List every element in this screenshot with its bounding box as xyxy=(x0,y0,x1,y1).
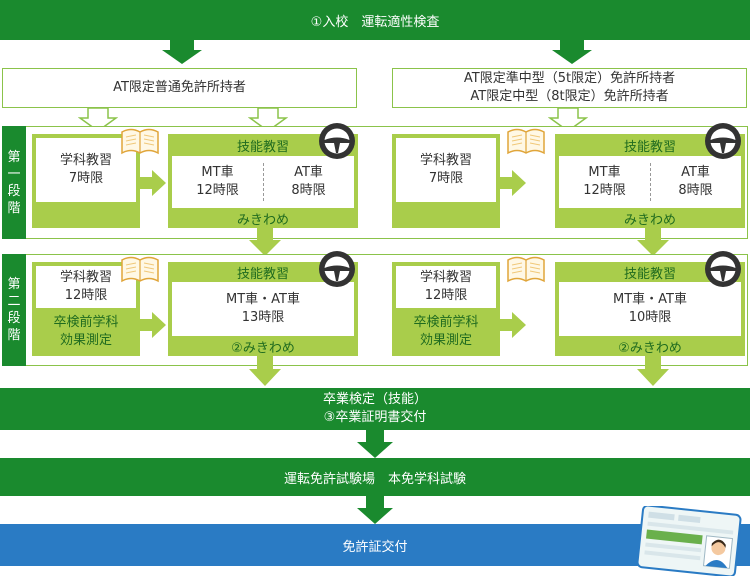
gakka-hours: 12時限 xyxy=(424,288,468,303)
test-label: 卒検前学科 xyxy=(413,315,479,330)
stage-char: 第 xyxy=(7,149,21,165)
steering-wheel-icon xyxy=(319,123,355,159)
holder-text: AT限定普通免許所持者 xyxy=(113,80,246,95)
stage-char: 段 xyxy=(7,311,21,326)
steering-wheel-icon xyxy=(705,123,741,159)
mt-hours: 12時限 xyxy=(583,183,626,198)
stage1-right-gino-body: MT車 12時限 AT車 8時限 xyxy=(559,156,741,208)
test-label: 効果測定 xyxy=(59,333,112,348)
arrow-down-icon xyxy=(637,228,669,256)
gakka-hours: 12時限 xyxy=(64,288,108,303)
license-bar: 免許証交付 xyxy=(0,524,750,566)
admission-bar: ①入校 運転適性検査 xyxy=(0,0,750,40)
mikiwame-label: ②みきわめ xyxy=(231,340,295,356)
arrow-down-icon xyxy=(357,430,393,458)
arrow-down-outline-icon xyxy=(548,108,588,132)
gakka-label: 学科教習 xyxy=(419,270,472,285)
stage-char: 階 xyxy=(7,328,21,343)
holder-box-right: AT限定準中型（5t限定）免許所持者 AT限定中型（8t限定）免許所持者 xyxy=(392,68,747,108)
gakka-label: 学科教習 xyxy=(59,153,112,168)
holder-box-left: AT限定普通免許所持者 xyxy=(2,68,357,108)
arrow-down-icon xyxy=(162,40,202,64)
mt-column: MT車 12時限 xyxy=(173,164,263,200)
gino-hours: 10時限 xyxy=(628,310,672,325)
stage-char: 第 xyxy=(7,277,21,292)
stage1-right-gakka: 学科教習 7時限 xyxy=(396,138,496,202)
gino-title: 技能教習 xyxy=(623,139,676,155)
stage2-label: 第 二 段 階 xyxy=(2,254,26,366)
arrow-down-icon xyxy=(552,40,592,64)
arrow-down-icon xyxy=(357,496,393,524)
stage2-left-gino-body: MT車・AT車 13時限 xyxy=(172,282,354,336)
gakka-label: 学科教習 xyxy=(419,153,472,168)
mikiwame-label: みきわめ xyxy=(236,212,289,228)
stage2-right-gino-body: MT車・AT車 10時限 xyxy=(559,282,741,336)
at-label: AT車 xyxy=(294,165,323,180)
gakka-hours: 7時限 xyxy=(68,171,104,186)
stage1-left-gakka: 学科教習 7時限 xyxy=(36,138,136,202)
graduation-certificate: ③卒業証明書交付 xyxy=(323,410,427,425)
mt-label: MT車 xyxy=(201,165,234,180)
mt-hours: 12時限 xyxy=(196,183,239,198)
graduation-exam: 卒業検定（技能） xyxy=(322,392,427,407)
divider xyxy=(649,163,651,201)
stage1-left-gino-body: MT車 12時限 AT車 8時限 xyxy=(172,156,354,208)
vehicle-label: MT車・AT車 xyxy=(613,292,687,307)
gino-title: 技能教習 xyxy=(236,139,289,155)
at-hours: 8時限 xyxy=(678,183,713,198)
open-book-icon xyxy=(507,256,545,283)
arrow-right-icon xyxy=(140,170,166,196)
arrow-right-icon xyxy=(140,312,166,338)
stage-char: 二 xyxy=(7,294,21,309)
stage2-left-gakka: 学科教習 12時限 xyxy=(36,266,136,308)
test-label: 卒検前学科 xyxy=(53,315,119,330)
stage1-label: 第 一 段 階 xyxy=(2,126,26,239)
mt-column: MT車 12時限 xyxy=(560,164,650,200)
arrow-right-icon xyxy=(500,312,526,338)
arrow-down-outline-icon xyxy=(78,108,118,132)
license-text: 免許証交付 xyxy=(342,539,408,555)
stage2-left-test: 卒検前学科 効果測定 xyxy=(32,312,140,352)
holder-text-line2: AT限定中型（8t限定）免許所持者 xyxy=(470,89,669,104)
stage2-right-test: 卒検前学科 効果測定 xyxy=(392,312,500,352)
at-hours: 8時限 xyxy=(291,183,326,198)
at-label: AT車 xyxy=(681,165,710,180)
arrow-right-icon xyxy=(500,170,526,196)
holder-text-line1: AT限定準中型（5t限定）免許所持者 xyxy=(463,71,676,86)
gino-title: 技能教習 xyxy=(623,266,676,282)
open-book-icon xyxy=(121,256,159,283)
arrow-down-icon xyxy=(637,356,669,386)
test-label: 効果測定 xyxy=(419,333,472,348)
stage-char: 一 xyxy=(7,166,21,182)
at-column: AT車 8時限 xyxy=(264,164,354,200)
gakka-hours: 7時限 xyxy=(428,171,464,186)
gakka-label: 学科教習 xyxy=(59,270,112,285)
open-book-icon xyxy=(121,128,159,155)
mikiwame-label: ②みきわめ xyxy=(618,340,682,356)
stage2-right-gakka: 学科教習 12時限 xyxy=(396,266,496,308)
open-book-icon xyxy=(507,128,545,155)
steering-wheel-icon xyxy=(705,251,741,287)
license-card-icon xyxy=(636,506,742,576)
divider xyxy=(262,163,264,201)
gino-title: 技能教習 xyxy=(236,266,289,282)
exam-text: 運転免許試験場 本免学科試験 xyxy=(283,471,466,487)
at-column: AT車 8時限 xyxy=(651,164,741,200)
mt-label: MT車 xyxy=(588,165,621,180)
gino-hours: 13時限 xyxy=(241,310,285,325)
mikiwame-label: みきわめ xyxy=(623,212,676,228)
admission-text: ①入校 運転適性検査 xyxy=(310,14,440,30)
exam-bar: 運転免許試験場 本免学科試験 xyxy=(0,458,750,496)
arrow-down-icon xyxy=(249,356,281,386)
stage-char: 階 xyxy=(7,200,21,216)
graduation-bar: 卒業検定（技能） ③卒業証明書交付 xyxy=(0,388,750,430)
arrow-down-outline-icon xyxy=(248,108,288,132)
vehicle-label: MT車・AT車 xyxy=(226,292,300,307)
stage-char: 段 xyxy=(7,183,21,199)
steering-wheel-icon xyxy=(319,251,355,287)
arrow-down-icon xyxy=(249,228,281,256)
